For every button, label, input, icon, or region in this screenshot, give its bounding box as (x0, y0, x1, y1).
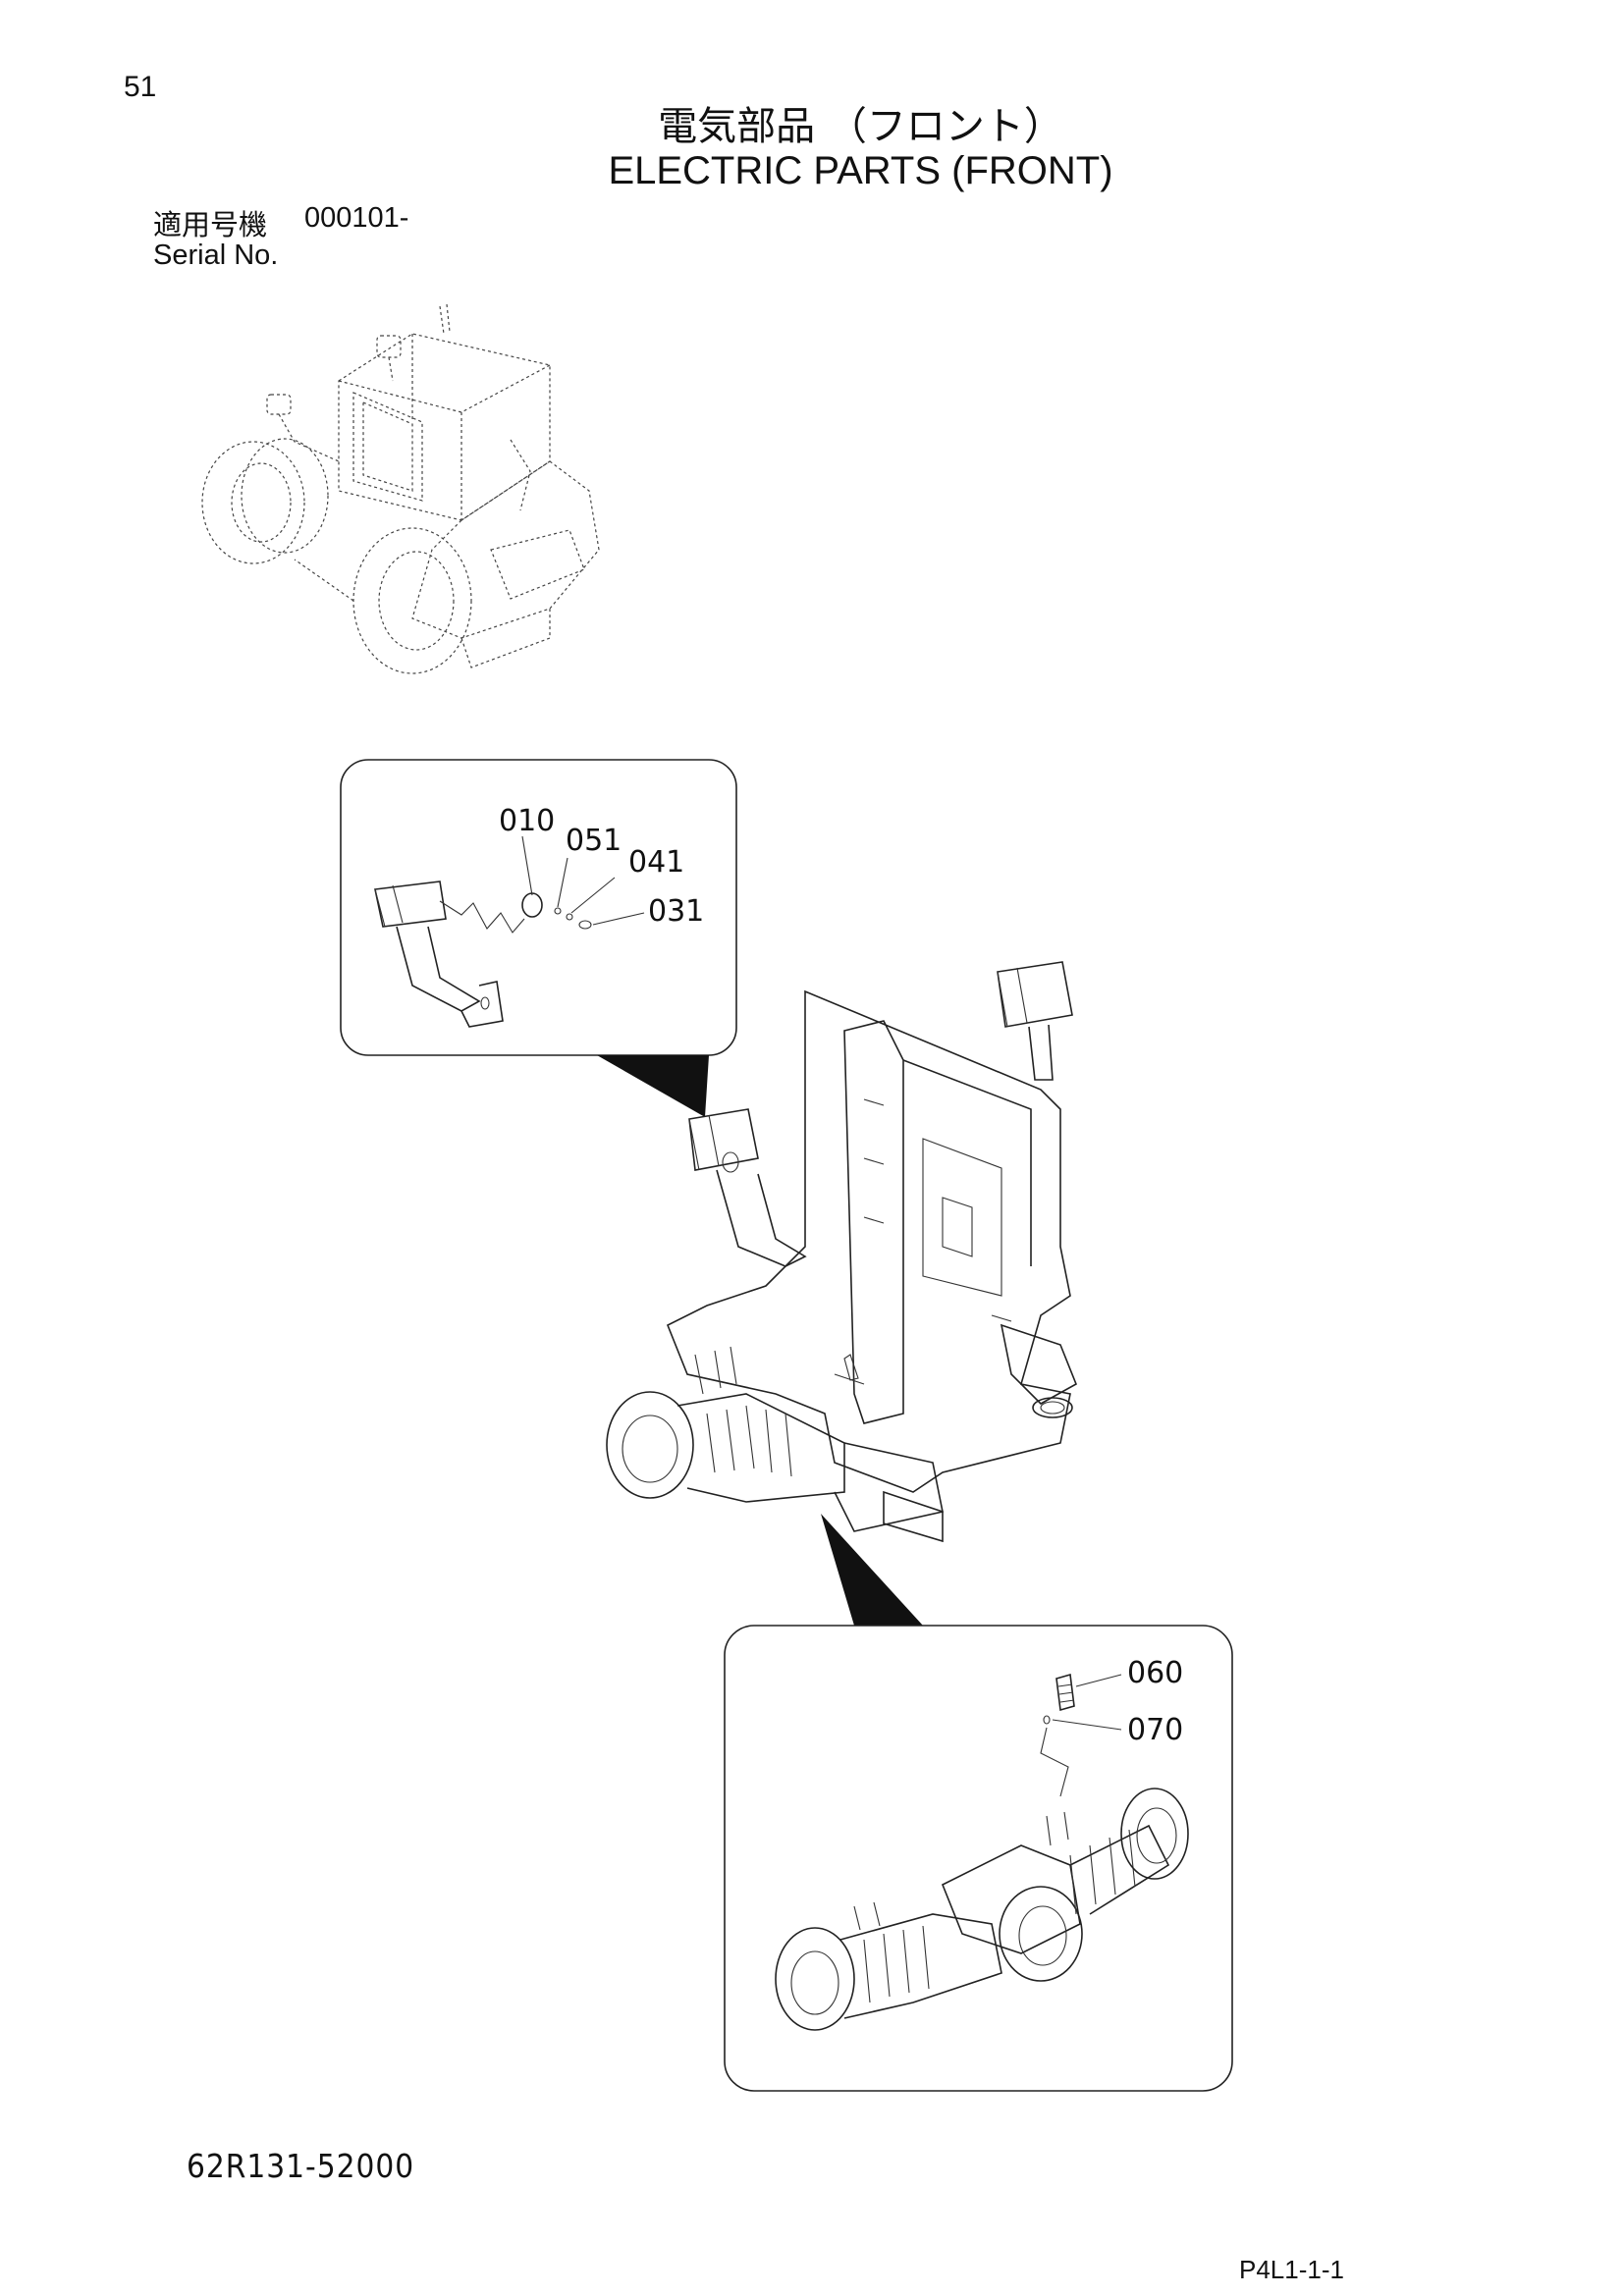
callout-060: 060 (1127, 1656, 1183, 1690)
detail-box-lower: 060 070 (724, 1625, 1233, 2092)
callout-070: 070 (1127, 1713, 1183, 1747)
page-code: P4L1-1-1 (1239, 2255, 1344, 2284)
pointer-lower (821, 1514, 923, 1626)
machine-overview-illustration (201, 303, 600, 674)
callout-010: 010 (499, 804, 555, 838)
page-number: 51 (124, 71, 157, 103)
serial-value: 000101- (304, 202, 409, 234)
drawing-number: 62R131-52000 (187, 2147, 415, 2185)
callout-041: 041 (628, 845, 684, 880)
serial-label-english: Serial No. (153, 240, 279, 271)
callout-051: 051 (566, 824, 622, 858)
callout-031: 031 (648, 894, 704, 929)
front-frame-illustration (606, 961, 1078, 1543)
detail-box-upper: 010 051 041 031 (340, 759, 737, 1117)
serial-label-japanese: 適用号機 (153, 208, 268, 241)
page-title-english: ELECTRIC PARTS (FRONT) (608, 149, 1113, 192)
page-title-japanese: 電気部品 （フロント） (658, 104, 1063, 149)
